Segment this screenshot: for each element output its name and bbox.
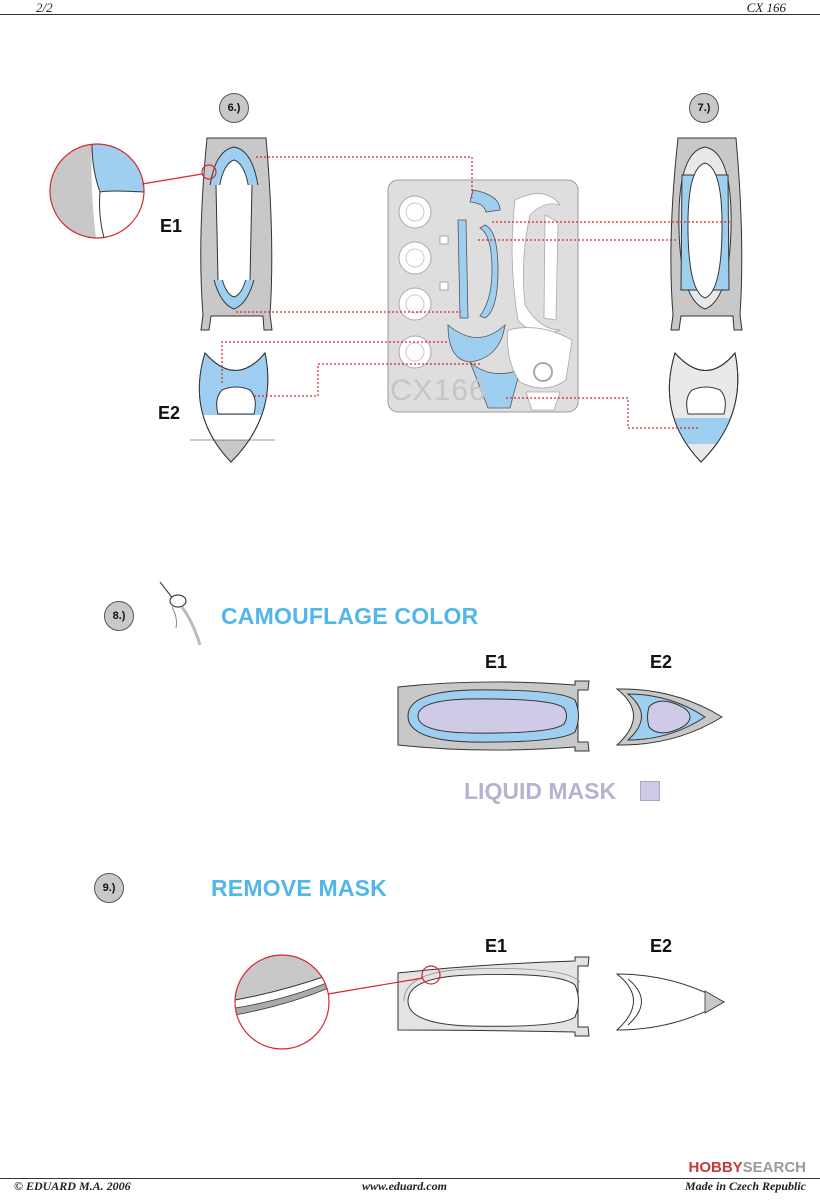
e2-nose-step6: [190, 351, 275, 463]
fret-code: CX166: [390, 374, 487, 407]
footer-rule: [0, 1178, 820, 1179]
e2-nose-step7: [668, 351, 739, 463]
product-code: CX 166: [746, 0, 786, 15]
step-8-badge: 8.): [104, 601, 134, 631]
step-6-badge: 6.): [219, 93, 249, 123]
liquid-mask-swatch: [640, 781, 660, 801]
footer-website: www.eduard.com: [362, 1179, 447, 1193]
part-label-e2-step6: E2: [158, 403, 181, 423]
remove-mask-heading: REMOVE MASK: [211, 875, 387, 901]
part-label-e2-step8: E2: [650, 652, 673, 672]
watermark-part2: SEARCH: [742, 1159, 806, 1176]
leader-lines: [221, 156, 732, 429]
camouflage-color-heading: CAMOUFLAGE COLOR: [221, 603, 479, 629]
part-label-e1-step9: E1: [485, 936, 508, 956]
detail-zoom-step6: [49, 143, 217, 239]
part-label-e2-step9: E2: [650, 936, 673, 956]
watermark-part1: HOBBY: [688, 1159, 743, 1176]
part-label-e1-step6: E1: [160, 216, 183, 236]
footer-made-in: Made in Czech Republic: [684, 1179, 806, 1193]
e2-nose-step9: [615, 973, 726, 1031]
footer-copyright: © EDUARD M.A. 2006: [14, 1179, 131, 1193]
hobby-search-watermark: HOBBYSEARCH: [688, 1159, 806, 1176]
e1-canopy-step9: [397, 956, 590, 1037]
page-number: 2/2: [36, 0, 53, 15]
mask-fret: [387, 179, 579, 413]
step-7-badge: 7.): [689, 93, 719, 123]
part-label-e1-step8: E1: [485, 652, 508, 672]
e1-canopy-step7: [670, 137, 743, 331]
e1-canopy-step8: [397, 680, 590, 752]
brush-icon: [159, 581, 202, 646]
detail-zoom-step9: [234, 954, 441, 1050]
e1-canopy-step6: [200, 137, 273, 331]
liquid-mask-legend: LIQUID MASK: [464, 778, 617, 804]
e2-nose-step8: [615, 688, 723, 746]
header-rule: [0, 14, 820, 15]
step-9-badge: 9.): [94, 873, 124, 903]
